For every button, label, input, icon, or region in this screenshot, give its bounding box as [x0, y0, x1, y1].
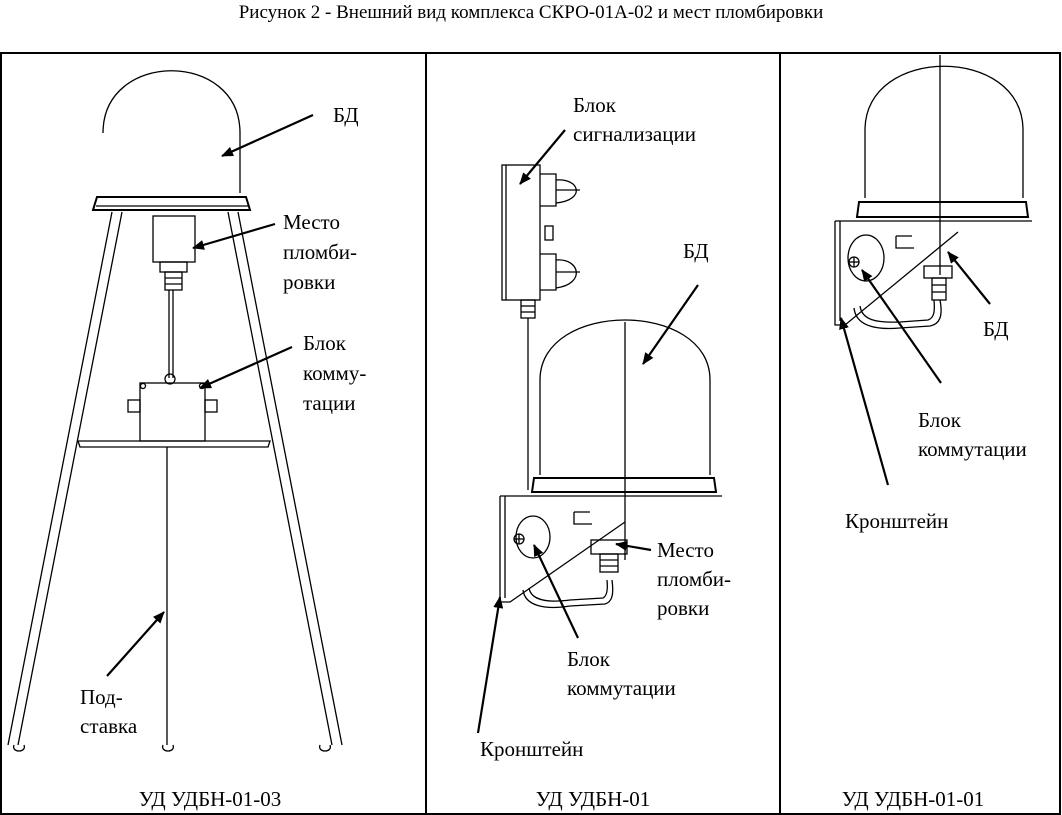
panel3-bracket [834, 220, 1032, 330]
panel1-dome [102, 70, 241, 193]
label-p1-stand-line1: Под- [80, 685, 123, 709]
label-p1-seal-line3: ровки [283, 270, 336, 294]
label-p2-signal-line1: Блок [573, 93, 616, 117]
figure-drawing [0, 52, 1061, 815]
label-p2-switch-line2: коммутации [567, 676, 676, 700]
arrow-p1-seal [192, 222, 276, 250]
label-p2-signal-line2: сигнализации [573, 122, 696, 146]
arrow-p2-bracket [476, 596, 504, 734]
panel1-switch-box [127, 373, 218, 442]
label-p1-stand-line2: ставка [80, 714, 138, 738]
panel1-platform [77, 440, 271, 448]
label-p3-bd: БД [983, 317, 1009, 341]
panel3-dome [864, 55, 1024, 275]
label-p1-switch-line3: тации [303, 391, 356, 415]
label-p2-seal-line1: Место [657, 538, 714, 562]
figure-caption: Рисунок 2 - Внешний вид комплекса СКРО-0… [238, 2, 824, 23]
label-p1-switch-line2: комму- [303, 361, 367, 385]
panel2-dome [539, 319, 711, 560]
model-label-p3: УД УДБН-01-01 [841, 787, 985, 811]
arrow-p2-signal [519, 129, 566, 185]
label-p3-switch-line1: Блок [918, 408, 961, 432]
panel1-dome-base [91, 196, 252, 211]
label-p1-seal-line1: Место [283, 210, 340, 234]
model-label-p1: УД УДБН-01-03 [138, 787, 282, 811]
arrow-p2-bd [642, 284, 699, 365]
panel1-tripod-legs [7, 211, 343, 752]
label-p1-seal-line2: пломби- [283, 240, 358, 264]
outer-border [0, 52, 1061, 815]
arrow-p1-bd [221, 113, 314, 158]
arrow-p3-switch [861, 269, 942, 384]
arrow-p3-bd [947, 251, 991, 305]
arrow-p2-seal [615, 540, 652, 552]
panel2-signal-unit [501, 164, 580, 490]
label-p2-switch-line1: Блок [567, 647, 610, 671]
label-p2-bracket: Кронштейн [480, 737, 584, 761]
label-p3-bracket: Кронштейн [845, 509, 949, 533]
arrow-p1-stand [106, 611, 165, 677]
arrow-p1-switch [199, 345, 293, 390]
panel1-seal-cylinder [152, 215, 196, 378]
panel2-dome-base [530, 477, 718, 493]
label-p2-bd: БД [683, 239, 709, 263]
panel3-dome-base [855, 201, 1030, 218]
figure-frame [0, 52, 1061, 815]
model-label-p2: УД УДБН-01 [535, 787, 651, 811]
label-p2-seal-line3: ровки [657, 596, 710, 620]
arrow-p3-bracket [839, 317, 890, 486]
label-p3-switch-line2: коммутации [918, 437, 1027, 461]
label-p1-switch-line1: Блок [303, 331, 346, 355]
label-p2-seal-line2: пломби- [657, 567, 732, 591]
arrow-p2-switch [533, 544, 579, 639]
label-p1-bd: БД [333, 103, 359, 127]
